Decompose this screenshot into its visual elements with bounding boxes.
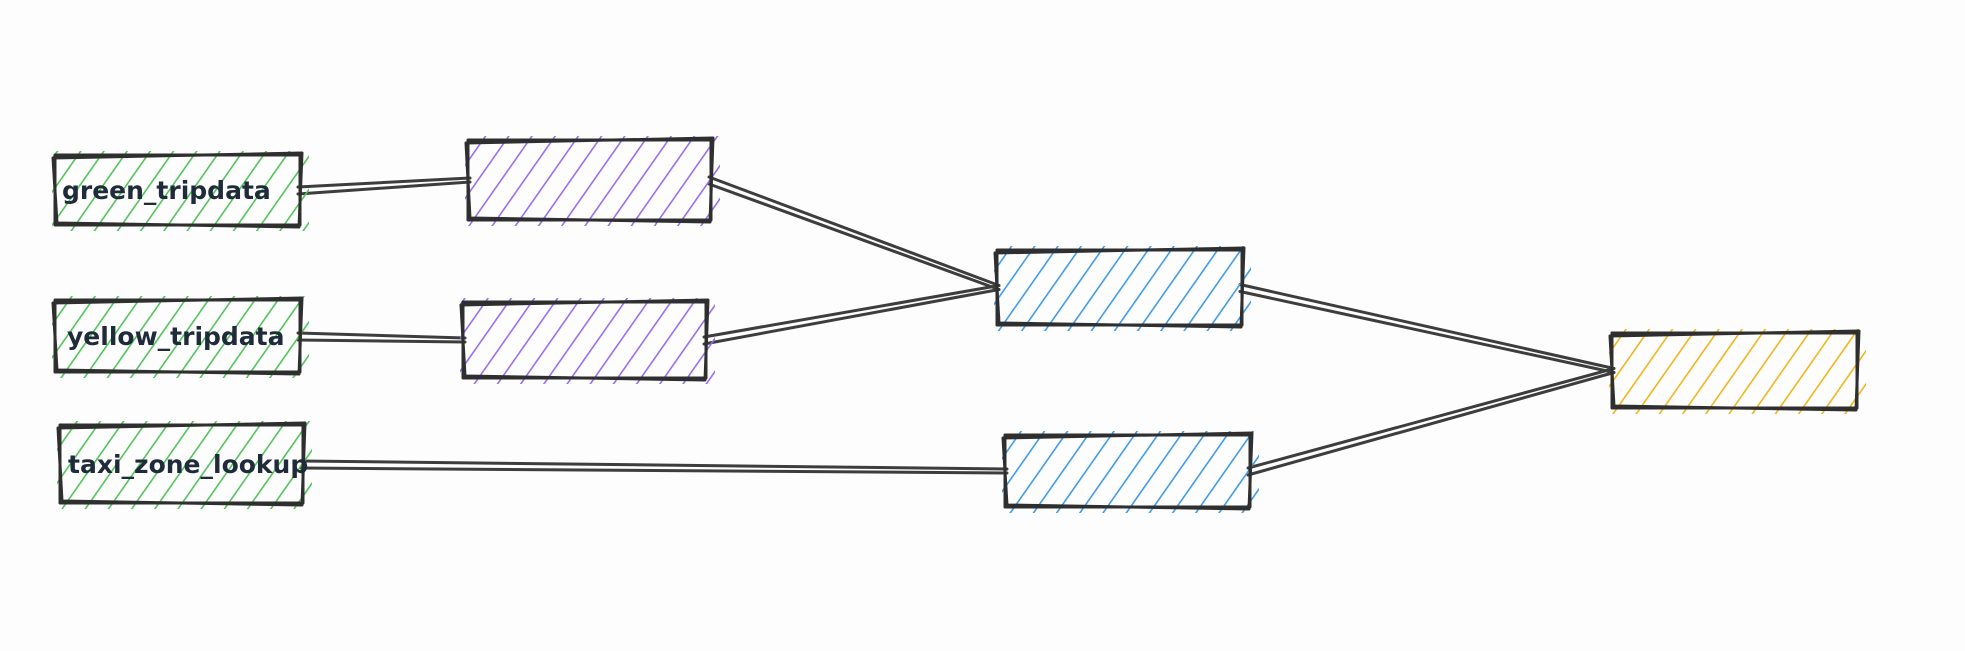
- edge-stroke: [702, 284, 1001, 339]
- edge-stroke: [1238, 283, 1616, 370]
- node-zones[interactable]: [1001, 431, 1259, 513]
- node-outline-sketch: [1001, 431, 1254, 511]
- node-outline-sketch: [51, 151, 304, 229]
- edge-yellow_tripdata-to-stg_yellow: [296, 331, 467, 344]
- node-green-tripdata[interactable]: green_tripdata: [51, 151, 309, 231]
- edge-stroke: [1238, 290, 1616, 374]
- node-union[interactable]: [993, 246, 1251, 331]
- node-outline-sketch: [464, 136, 715, 224]
- node-hatch-fill: [465, 136, 720, 226]
- edge-stroke: [1246, 371, 1616, 477]
- node-hatch-fill: [994, 246, 1251, 331]
- node-hatch-fill: [460, 298, 715, 384]
- node-outline-sketch: [51, 296, 304, 376]
- node-label: yellow_tripdata: [67, 322, 285, 351]
- edge-stroke: [296, 176, 472, 189]
- edge-union-to-final: [1238, 283, 1616, 374]
- node-yellow-tripdata[interactable]: yellow_tripdata: [51, 296, 309, 378]
- node-label: taxi_zone_lookup: [68, 450, 308, 479]
- edge-taxi_zone_lookup-to-zones: [299, 459, 1009, 475]
- edge-stroke: [299, 459, 1009, 471]
- node-taxi-zone-lookup[interactable]: taxi_zone_lookup: [56, 421, 312, 509]
- node-outline-sketch: [993, 246, 1246, 329]
- node-hatch-fill: [1002, 431, 1259, 513]
- edge-stg_yellow-to-union: [702, 284, 1001, 346]
- edge-stroke: [702, 288, 1001, 346]
- node-outline-sketch: [1608, 329, 1861, 412]
- edge-stroke: [296, 338, 467, 344]
- node-hatch-fill: [1609, 329, 1866, 414]
- edge-zones-to-final: [1246, 367, 1616, 477]
- node-hatch-fill: [52, 296, 309, 378]
- edge-stroke: [299, 466, 1009, 475]
- node-stg-green[interactable]: [464, 136, 720, 226]
- node-final[interactable]: [1608, 329, 1866, 414]
- node-outline-sketch: [459, 298, 710, 382]
- node-label: green_tripdata: [62, 176, 271, 205]
- edge-stroke: [296, 331, 467, 340]
- edge-green_tripdata-to-stg_green: [296, 176, 472, 196]
- edge-stg_green-to-union: [707, 175, 1001, 291]
- node-hatch-fill: [57, 421, 312, 509]
- nodes-layer: green_tripdata yellow_tripdata taxi_zone_l…: [51, 136, 1866, 513]
- node-stg-yellow[interactable]: [459, 298, 715, 384]
- node-outline-sketch: [56, 421, 307, 507]
- edge-stroke: [296, 180, 472, 196]
- node-hatch-fill: [52, 151, 309, 231]
- edge-stroke: [1246, 367, 1616, 470]
- edges-layer: [296, 175, 1616, 477]
- edge-stroke: [707, 182, 1001, 291]
- edge-stroke: [707, 175, 1001, 287]
